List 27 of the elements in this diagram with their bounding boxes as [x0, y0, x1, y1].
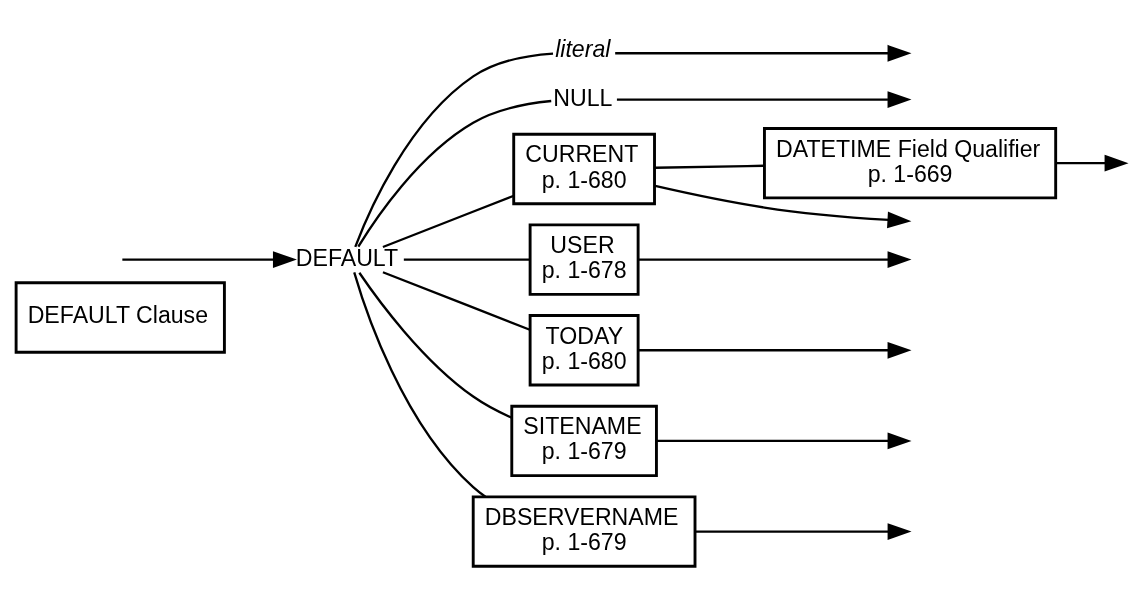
node-text: NULL [553, 84, 613, 111]
arrow [616, 91, 912, 108]
arrow [654, 184, 912, 229]
connector [357, 99, 552, 248]
arrow [122, 251, 297, 268]
node-box: USER p. 1-678 [528, 223, 640, 296]
connector [382, 271, 531, 331]
connector [354, 52, 554, 248]
node-box: DATETIME Field Qualifier p. 1-669 [763, 127, 1058, 200]
connector [655, 164, 765, 169]
arrow [615, 44, 912, 62]
arrow [1055, 154, 1129, 172]
connector [403, 258, 530, 261]
arrow [638, 341, 912, 359]
node-text: DEFAULT [295, 244, 399, 271]
connector [382, 194, 514, 249]
arrow [695, 523, 912, 540]
arrow [656, 432, 912, 450]
node-box: TODAY p. 1-680 [528, 314, 640, 387]
node-text: literal [555, 36, 611, 63]
node-box: DEFAULT Clause [14, 281, 226, 354]
connector [358, 272, 513, 419]
node-box: SITENAME p. 1-679 [510, 404, 658, 478]
connector [353, 272, 487, 498]
arrow [638, 251, 912, 268]
node-box: DBSERVERNAME p. 1-679 [471, 495, 697, 568]
node-box: CURRENT p. 1-680 [512, 132, 656, 206]
